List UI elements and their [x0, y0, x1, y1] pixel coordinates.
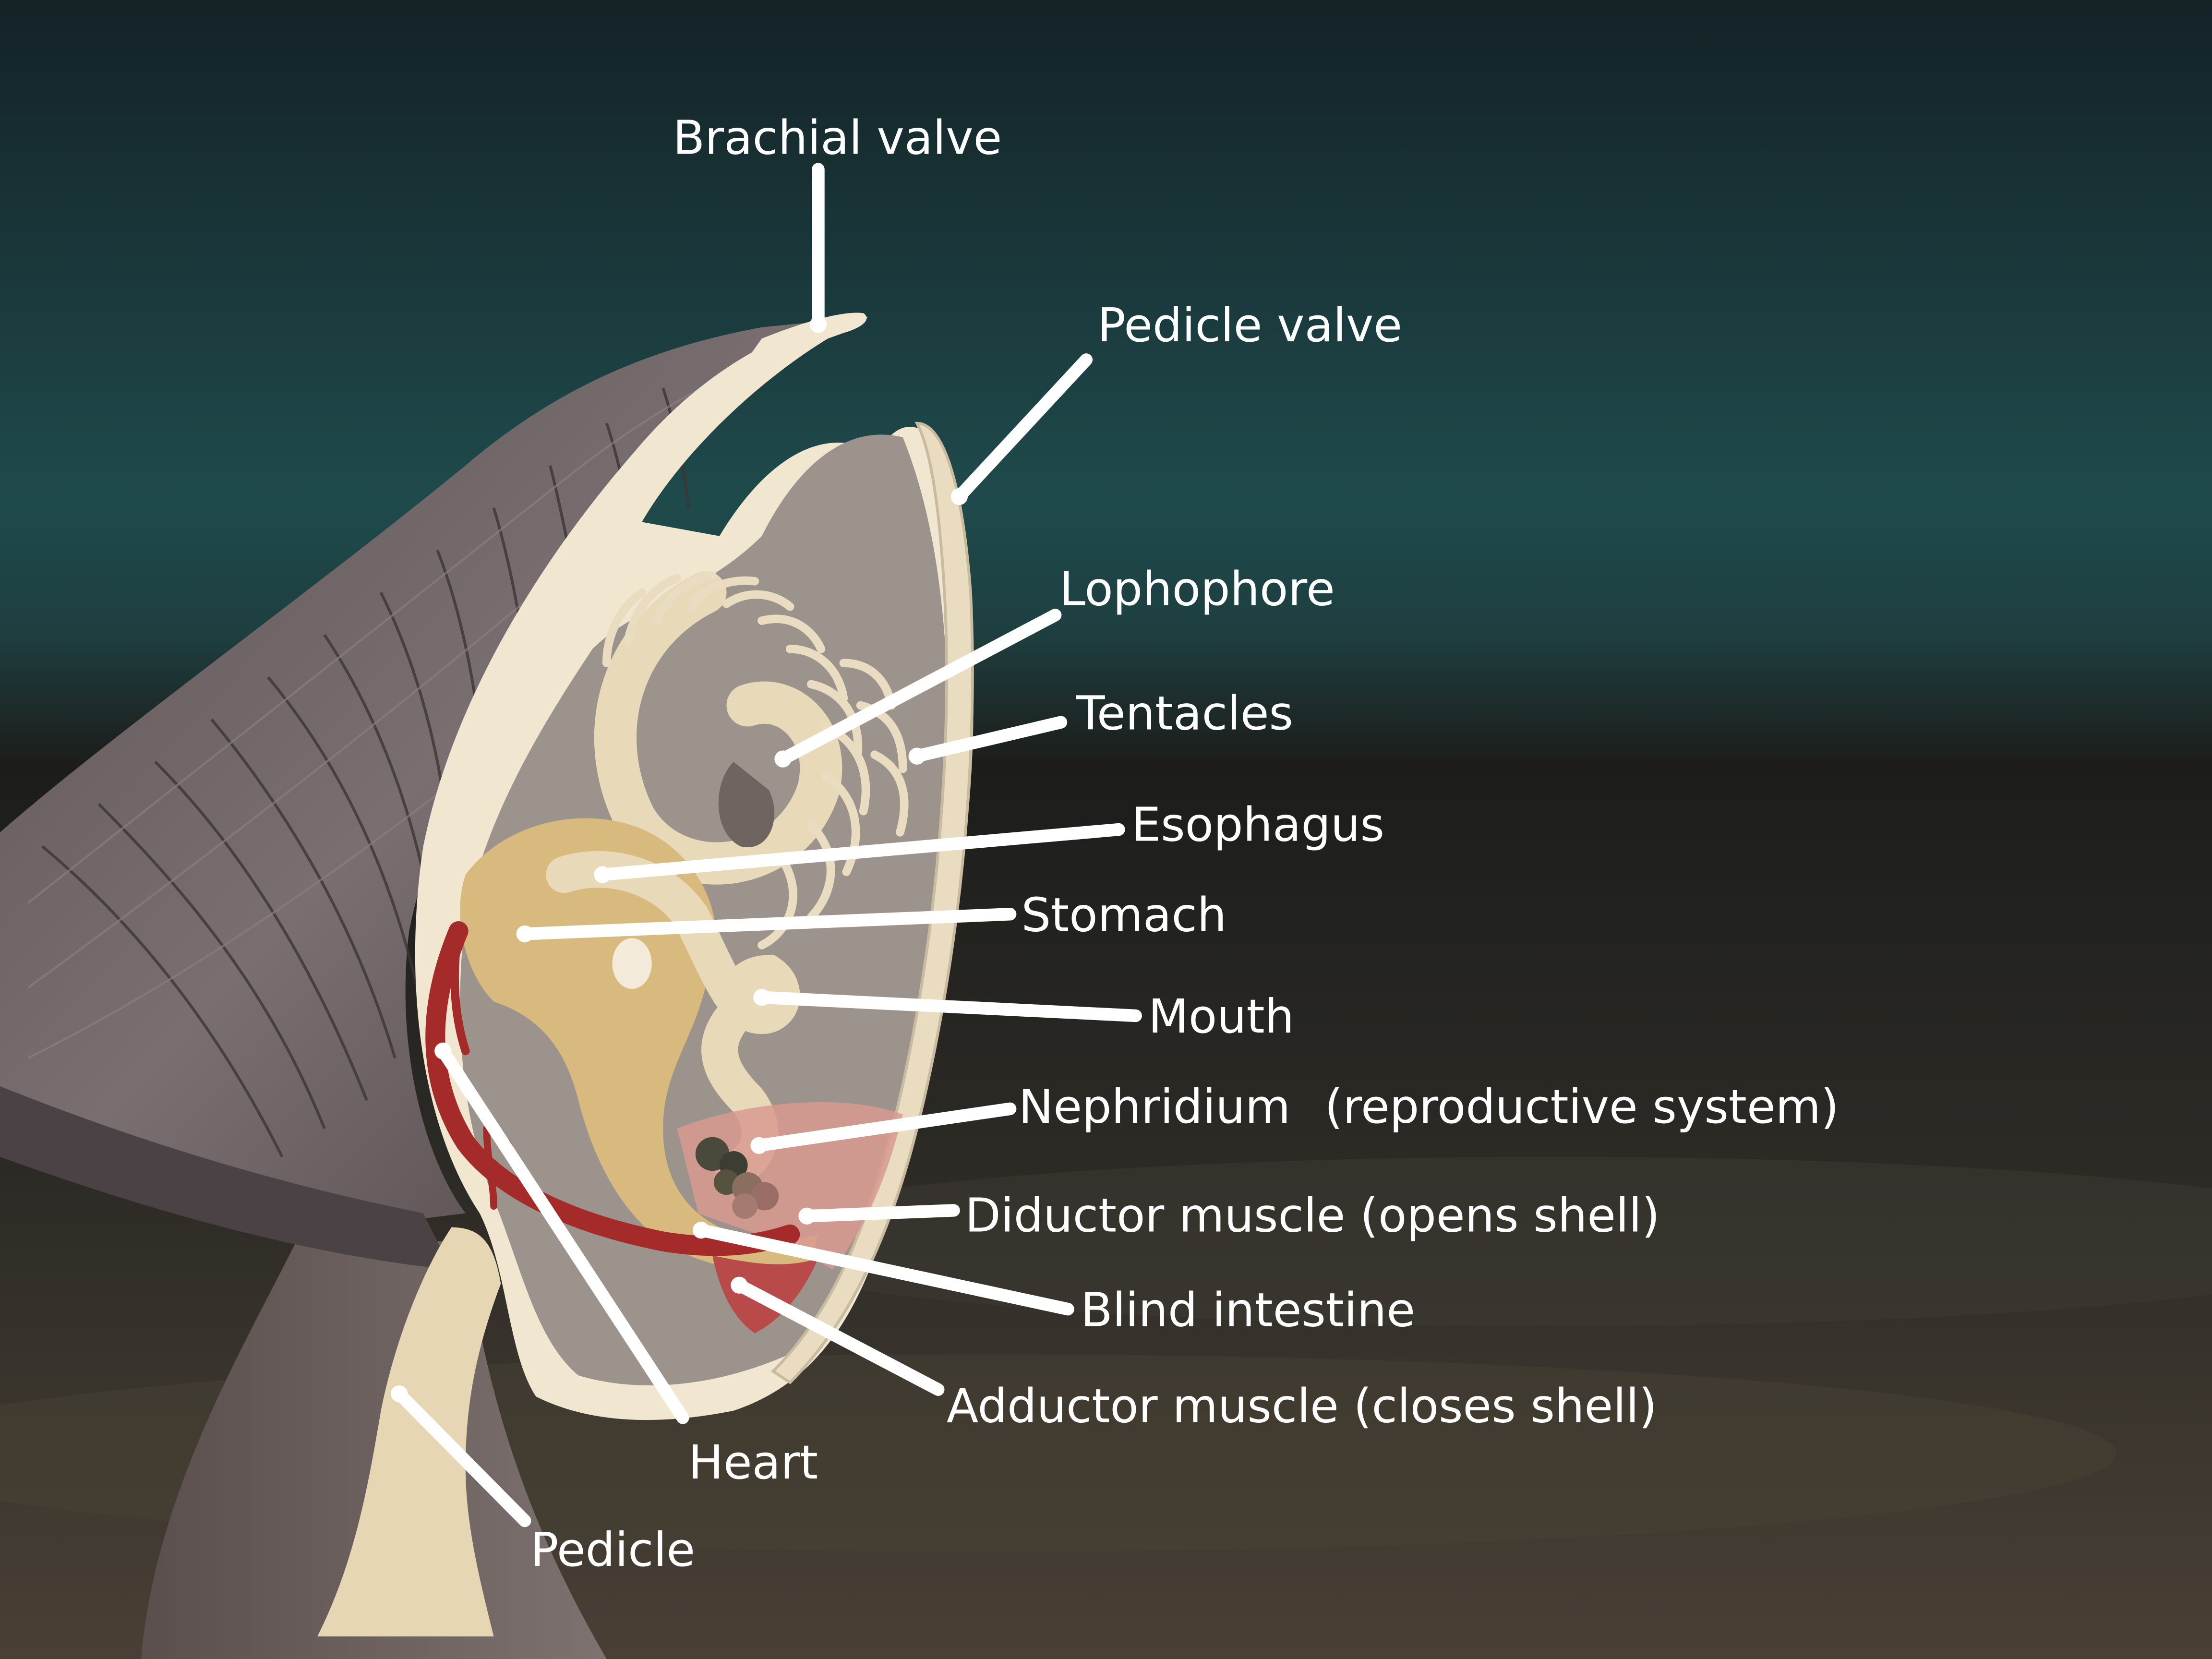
stomach-lumen: [612, 938, 652, 989]
label-tentacles: Tentacles: [1076, 686, 1293, 740]
label-stomach: Stomach: [1022, 888, 1227, 942]
label-pedicle-valve: Pedicle valve: [1097, 298, 1402, 352]
label-adductor-muscle: Adductor muscle (closes shell): [947, 1379, 1657, 1433]
nephridium-cluster: [695, 1137, 779, 1219]
label-mouth: Mouth: [1148, 989, 1294, 1044]
pedicle-stalk: [317, 1227, 501, 1636]
label-blind-intestine: Blind intestine: [1081, 1283, 1415, 1337]
brachial-valve-tip: [733, 313, 867, 378]
label-esophagus: Esophagus: [1131, 798, 1384, 852]
label-heart: Heart: [688, 1435, 818, 1490]
leader-dots: [391, 316, 968, 1403]
leader-lines: [393, 163, 1142, 1527]
label-nephridium: Nephridium: [1019, 1080, 1290, 1134]
labels: Brachial valve Pedicle valve Lophophore …: [530, 110, 1839, 1577]
label-diductor-muscle: Diductor muscle (opens shell): [965, 1189, 1660, 1243]
label-nephridium-note: (reproductive system): [1325, 1080, 1839, 1134]
diductor-muscle: [677, 1102, 903, 1270]
label-pedicle: Pedicle: [530, 1523, 695, 1577]
ridged-shell-exterior: [0, 319, 847, 1227]
pedicle-base-shadow: [141, 1241, 607, 1659]
seafloor-haze: [705, 1156, 2212, 1326]
label-lophophore: Lophophore: [1059, 562, 1335, 616]
digestive-tract: [546, 851, 800, 1190]
label-brachial-valve: Brachial valve: [673, 110, 1002, 165]
pedicle-stalk-fringe: [317, 1594, 494, 1636]
shell-lower-edge: [0, 1086, 452, 1270]
shell-growth-lines: [27, 344, 791, 1059]
shell-ridges: [41, 387, 690, 1158]
